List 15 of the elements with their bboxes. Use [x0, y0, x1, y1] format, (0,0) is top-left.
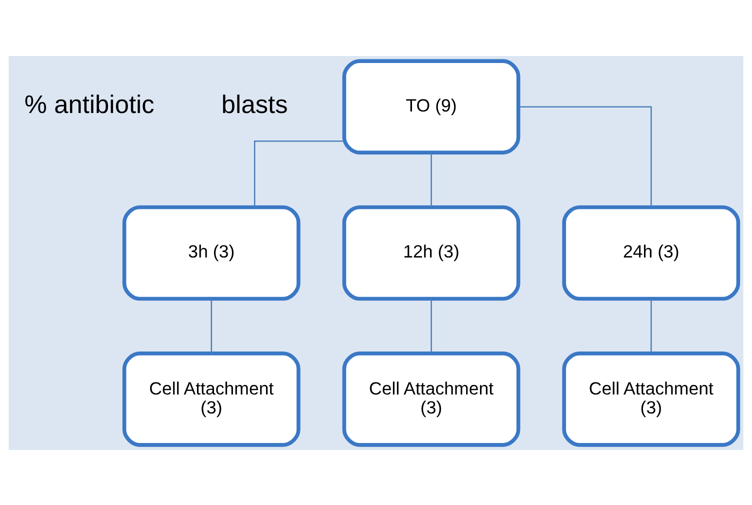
connector [650, 298, 652, 352]
label: % antibiotic [24, 90, 154, 119]
connector [430, 152, 432, 206]
node-box: Cell Attachment (3) [342, 351, 520, 446]
connector [254, 140, 344, 207]
connector [430, 298, 432, 352]
node-box: 12h (3) [342, 204, 520, 300]
label: blasts [221, 90, 288, 119]
connector [210, 298, 212, 352]
node-box: 24h (3) [562, 204, 740, 300]
node-box: 3h (3) [122, 204, 300, 300]
node-box: Cell Attachment (3) [122, 351, 300, 446]
connector [518, 106, 652, 207]
node-box: TO (9) [342, 58, 520, 154]
node-box: Cell Attachment (3) [562, 351, 740, 446]
